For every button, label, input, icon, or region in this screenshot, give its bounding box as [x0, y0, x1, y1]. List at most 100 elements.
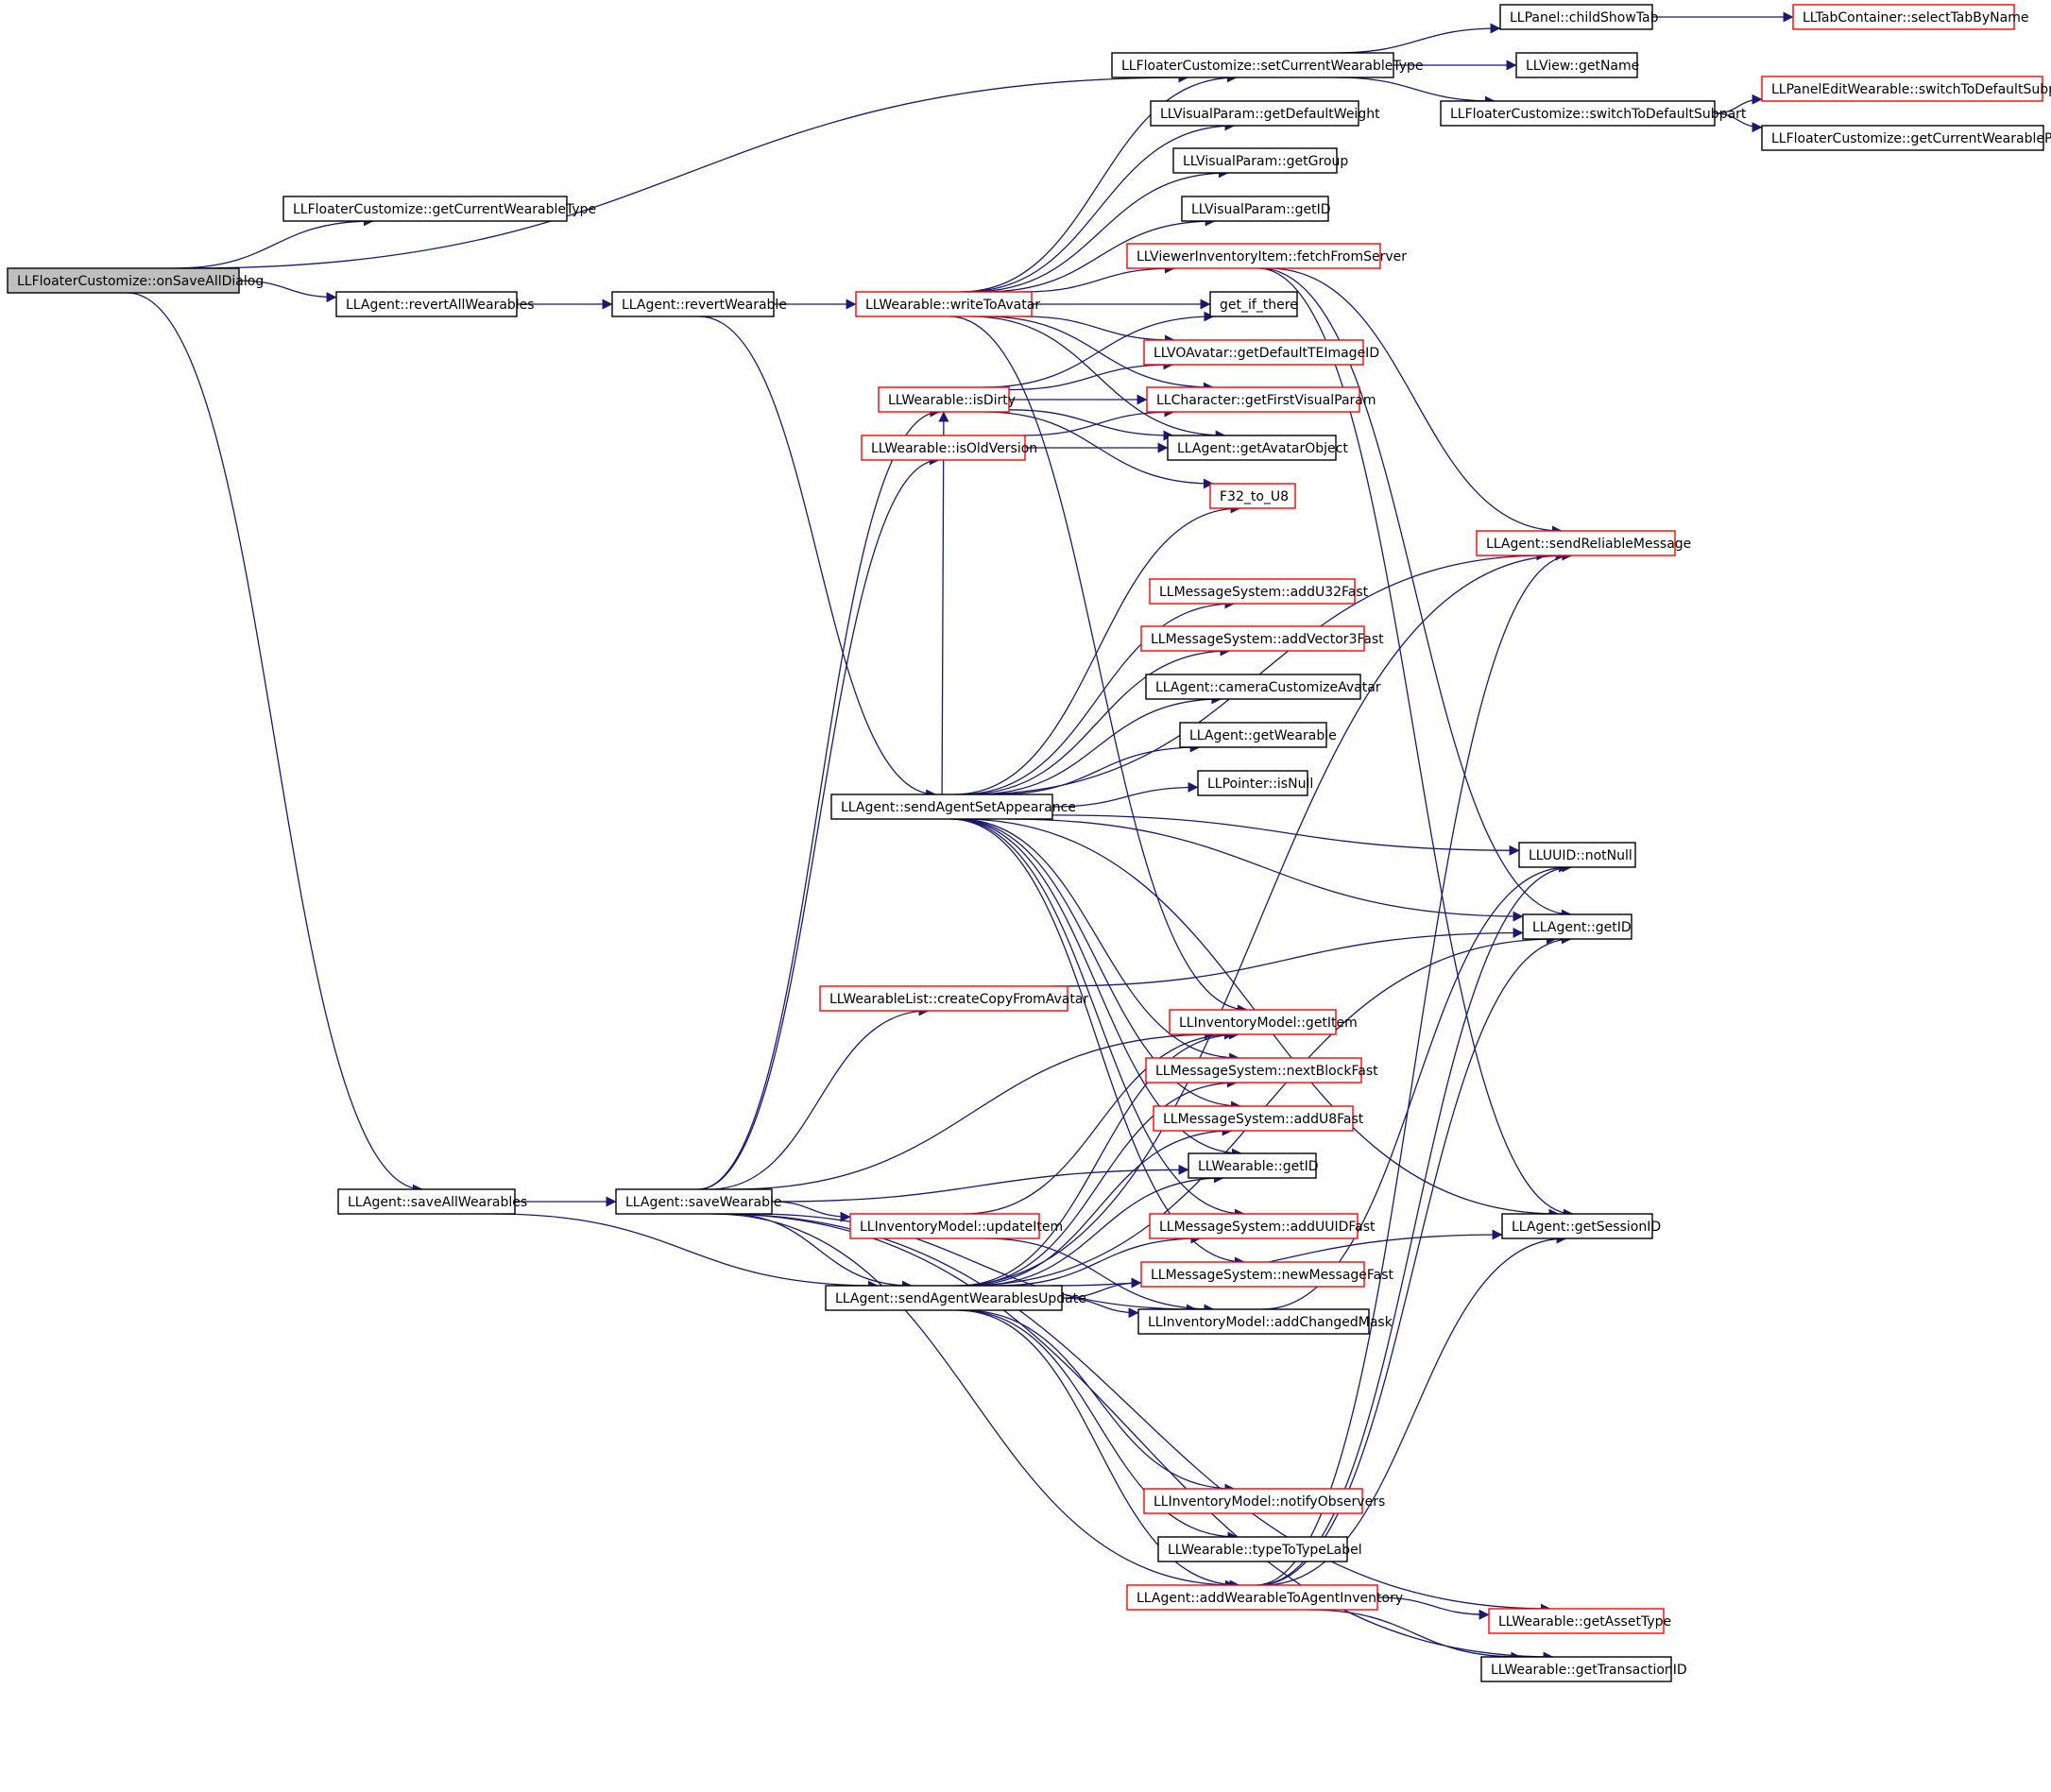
node-box: [1172, 147, 1338, 174]
node-getSessionID[interactable]: LLAgent::getSessionID: [1501, 1213, 1661, 1239]
node-label: LLAgent::sendAgentWearablesUpdate: [835, 1291, 1086, 1306]
node-box: [819, 985, 1068, 1012]
node-cameraCustomizeAvatar[interactable]: LLAgent::cameraCustomizeAvatar: [1145, 674, 1381, 700]
node-addVector3Fast[interactable]: LLMessageSystem::addVector3Fast: [1140, 625, 1384, 652]
node-isNull[interactable]: LLPointer::isNull: [1197, 770, 1313, 796]
node-nextBlockFast[interactable]: LLMessageSystem::nextBlockFast: [1145, 1057, 1378, 1084]
node-getItem[interactable]: LLInventoryModel::getItem: [1169, 1009, 1358, 1035]
node-wearableGetID[interactable]: LLWearable::getID: [1188, 1152, 1319, 1179]
node-label: LLWearableList::createCopyFromAvatar: [829, 992, 1088, 1007]
node-label: LLAgent::sendReliableMessage: [1486, 537, 1691, 552]
node-label: LLAgent::getSessionID: [1512, 1220, 1661, 1235]
node-getAvatarObject[interactable]: LLAgent::getAvatarObject: [1167, 435, 1348, 461]
node-getCurrentWearablePanel[interactable]: LLFloaterCustomize::getCurrentWearablePa…: [1761, 125, 2051, 151]
edge-sendAgentWearablesUpdate-to-typeToTypeLabel: [958, 1309, 1239, 1543]
node-f32ToU8[interactable]: F32_to_U8: [1209, 483, 1296, 509]
node-addChangedMask[interactable]: LLInventoryModel::addChangedMask: [1137, 1308, 1393, 1335]
node-box: [1499, 4, 1653, 30]
node-getTransactionID[interactable]: LLWearable::getTransactionID: [1480, 1656, 1687, 1682]
node-sendAgentSetAppearance[interactable]: LLAgent::sendAgentSetAppearance: [830, 794, 1076, 820]
edge-sendAgentWearablesUpdate-to-notifyObservers: [962, 1309, 1236, 1494]
node-getAssetType[interactable]: LLWearable::getAssetType: [1488, 1608, 1671, 1634]
node-label: LLFloaterCustomize::switchToDefaultSubpa…: [1450, 107, 1747, 122]
node-label: LLCharacter::getFirstVisualParam: [1156, 393, 1376, 408]
node-label: LLViewerInventoryItem::fetchFromServer: [1137, 249, 1407, 265]
node-createCopyFromAvatar[interactable]: LLWearableList::createCopyFromAvatar: [819, 985, 1088, 1012]
edge-sendAgentSetAppearance-to-wearableGetID: [952, 818, 1242, 1159]
node-label: LLWearable::isOldVersion: [871, 441, 1037, 456]
node-layer: LLFloaterCustomize::onSaveAllDialog LLFlo…: [7, 4, 2051, 1682]
node-box: [1111, 52, 1394, 78]
node-switchToDefaultSubpart[interactable]: LLFloaterCustomize::switchToDefaultSubpa…: [1440, 100, 1747, 127]
node-box: [1150, 100, 1359, 127]
node-box: [825, 1285, 1063, 1311]
edge-updateItem-to-getItem: [963, 1029, 1235, 1215]
node-getDefaultWeight[interactable]: LLVisualParam::getDefaultWeight: [1150, 100, 1380, 127]
node-addUUIDFast[interactable]: LLMessageSystem::addUUIDFast: [1149, 1213, 1376, 1239]
node-getGroup[interactable]: LLVisualParam::getGroup: [1172, 147, 1348, 174]
edge-saveAllWearables-to-sendAgentWearablesUpdate: [492, 1213, 879, 1291]
node-box: [1140, 625, 1365, 652]
node-revertAllWearables[interactable]: LLAgent::revertAllWearables: [335, 291, 535, 317]
node-getWearable[interactable]: LLAgent::getWearable: [1179, 722, 1337, 748]
node-addWearableToAgentInventory[interactable]: LLAgent::addWearableToAgentInventory: [1126, 1584, 1403, 1611]
node-box: [1480, 1656, 1672, 1682]
edge-fetchFromServer-to-agentGetID: [1259, 267, 1572, 920]
node-writeToAvatar[interactable]: LLWearable::writeToAvatar: [855, 291, 1040, 317]
node-box: [1761, 125, 2044, 151]
node-getDefaultTEImageID[interactable]: LLVOAvatar::getDefaultTEImageID: [1143, 339, 1379, 366]
node-addU8Fast[interactable]: LLMessageSystem::addU8Fast: [1153, 1105, 1364, 1132]
node-panelSwitchToDefaultSubpart[interactable]: LLPanelEditWearable::switchToDefaultSubp…: [1761, 76, 2051, 102]
node-box: [878, 386, 1010, 413]
node-revertWearable[interactable]: LLAgent::revertWearable: [611, 291, 787, 317]
node-typeToTypeLabel[interactable]: LLWearable::typeToTypeLabel: [1157, 1536, 1362, 1562]
node-getCurrentWearableType[interactable]: LLFloaterCustomize::getCurrentWearableTy…: [282, 196, 596, 222]
node-label: LLAgent::saveAllWearables: [348, 1195, 527, 1210]
node-fetchFromServer[interactable]: LLViewerInventoryItem::fetchFromServer: [1126, 243, 1407, 269]
node-box: [7, 267, 240, 294]
edge-root-to-getCurrentWearableType: [175, 215, 374, 269]
edge-saveWearable-to-addWearableToAgentInventory: [710, 1213, 1236, 1591]
node-vpGetID[interactable]: LLVisualParam::getID: [1181, 196, 1331, 222]
edge-sendAgentWearablesUpdate-to-addU8Fast: [965, 1125, 1233, 1287]
edge-sendAgentSetAppearance-to-cameraCustomizeAvatar: [973, 693, 1222, 795]
node-box: [1169, 1009, 1337, 1035]
node-box: [1188, 1152, 1317, 1179]
node-newMessageFast[interactable]: LLMessageSystem::newMessageFast: [1140, 1261, 1394, 1288]
node-agentGetID[interactable]: LLAgent::getID: [1522, 913, 1632, 940]
node-isOldVersion[interactable]: LLWearable::isOldVersion: [861, 435, 1037, 461]
node-notNull[interactable]: LLUUID::notNull: [1518, 842, 1636, 868]
node-getFirstVisualParam[interactable]: LLCharacter::getFirstVisualParam: [1146, 386, 1376, 413]
node-getIfThere[interactable]: get_if_there: [1209, 291, 1298, 317]
node-root[interactable]: LLFloaterCustomize::onSaveAllDialog: [7, 267, 264, 294]
node-label: LLMessageSystem::addU32Fast: [1159, 585, 1369, 600]
edge-saveWearable-to-isOldVersion: [697, 454, 940, 1190]
node-box: [1149, 578, 1356, 605]
node-childShowTab[interactable]: LLPanel::childShowTab: [1499, 4, 1659, 30]
node-getName[interactable]: LLView::getName: [1515, 52, 1639, 78]
node-sendAgentWearablesUpdate[interactable]: LLAgent::sendAgentWearablesUpdate: [825, 1285, 1086, 1311]
node-label: LLAgent::saveWearable: [625, 1195, 782, 1210]
node-box: [1145, 1057, 1362, 1084]
node-isDirty[interactable]: LLWearable::isDirty: [878, 386, 1016, 413]
node-label: LLWearable::isDirty: [888, 393, 1016, 408]
node-selectTabByName[interactable]: LLTabContainer::selectTabByName: [1792, 4, 2028, 30]
edge-isDirty-to-getIfThere: [983, 311, 1215, 388]
node-label: LLFloaterCustomize::getCurrentWearablePa…: [1771, 131, 2051, 146]
edge-sendAgentSetAppearance-to-getWearable: [995, 742, 1201, 795]
node-setCurrentWearableType[interactable]: LLFloaterCustomize::setCurrentWearableTy…: [1111, 52, 1424, 78]
node-label: LLTabContainer::selectTabByName: [1803, 10, 2028, 26]
node-box: [335, 291, 518, 317]
edge-saveWearable-to-createCopyFromAvatar: [709, 1005, 930, 1190]
node-box: [1126, 243, 1381, 269]
edge-saveWearable-to-getItem: [731, 1029, 1216, 1190]
node-saveAllWearables[interactable]: LLAgent::saveAllWearables: [337, 1188, 527, 1215]
node-addU32Fast[interactable]: LLMessageSystem::addU32Fast: [1149, 578, 1369, 605]
node-updateItem[interactable]: LLInventoryModel::updateItem: [849, 1213, 1063, 1239]
edge-writeToAvatar-to-getDefaultWeight: [964, 120, 1236, 293]
node-notifyObservers[interactable]: LLInventoryModel::notifyObservers: [1143, 1488, 1385, 1514]
node-label: LLVisualParam::getID: [1191, 202, 1331, 217]
node-saveWearable[interactable]: LLAgent::saveWearable: [615, 1188, 782, 1215]
node-box: [1179, 722, 1327, 748]
node-sendReliableMessage[interactable]: LLAgent::sendReliableMessage: [1476, 530, 1691, 556]
